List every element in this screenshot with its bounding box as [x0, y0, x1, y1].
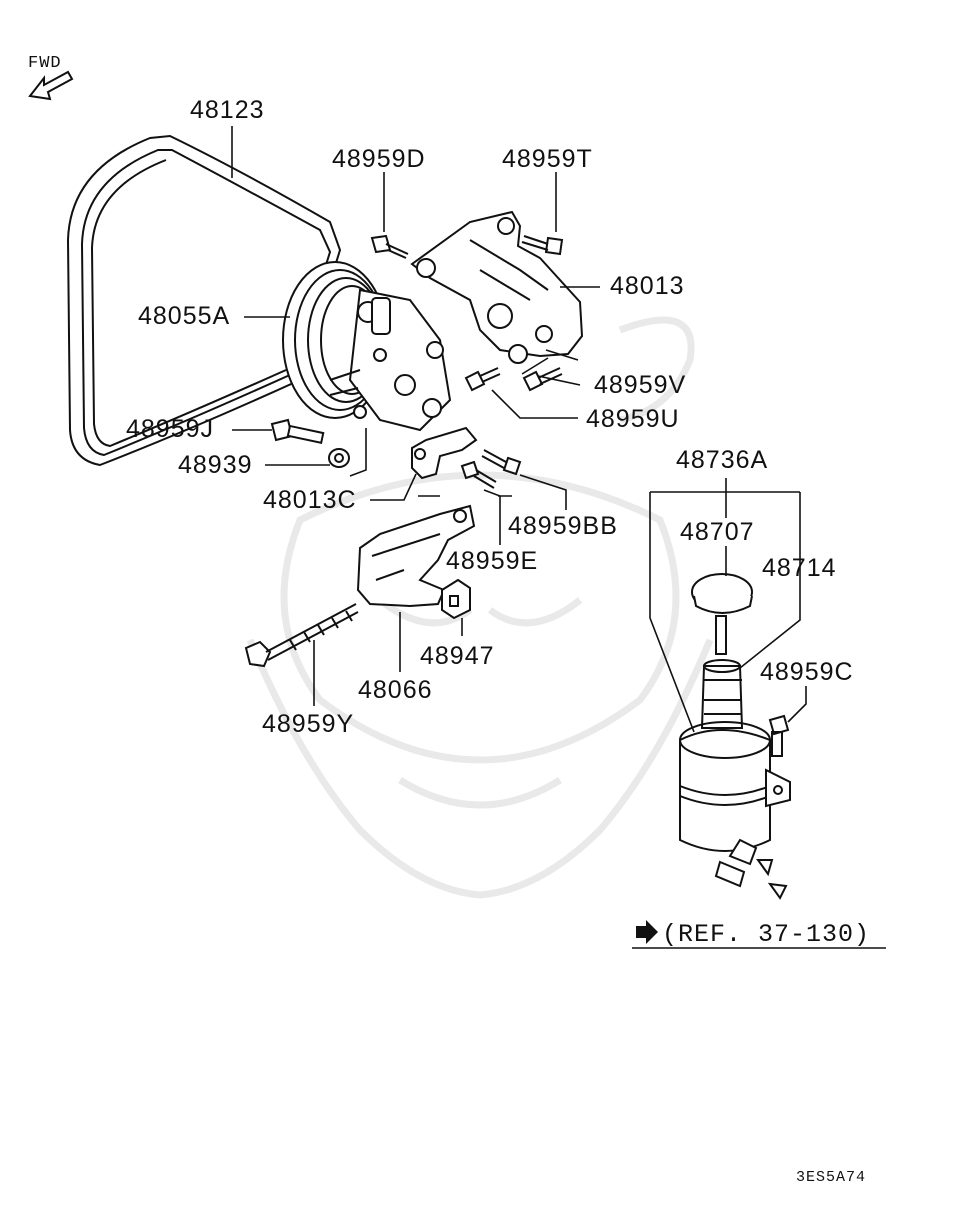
label-48066: 48066	[358, 676, 433, 704]
bolt-48959U	[464, 367, 501, 392]
diagram-code: 3ES5A74	[796, 1169, 866, 1186]
reservoir-48736A	[679, 573, 791, 900]
power-steering-pump-48055A	[282, 261, 452, 432]
bracket-48013C	[411, 426, 478, 480]
label-48055A: 48055A	[138, 302, 230, 330]
label-48959T: 48959T	[502, 145, 593, 173]
label-48959E: 48959E	[446, 547, 538, 575]
label-48959V: 48959V	[594, 371, 686, 399]
bracket-48013	[410, 210, 584, 364]
washer-48939	[328, 448, 350, 468]
label-48959U: 48959U	[586, 405, 680, 433]
bolt-48959J	[270, 418, 325, 445]
bolt-48959Y	[244, 603, 359, 668]
bolt-48959D	[370, 234, 409, 259]
reference-label: (REF. 37-130)	[662, 920, 870, 949]
part-labels: 48123 48959D 48959T 48013 48055A 48959V …	[126, 96, 854, 738]
leader-lines	[231, 126, 807, 733]
label-48714: 48714	[762, 554, 837, 582]
label-48013C: 48013C	[263, 486, 357, 514]
label-48959C: 48959C	[760, 658, 854, 686]
reference-note: (REF. 37-130)	[632, 920, 886, 949]
label-48959Y: 48959Y	[262, 710, 354, 738]
fwd-label: FWD	[28, 54, 62, 73]
bolt-48959T	[521, 235, 564, 256]
label-48959D: 48959D	[332, 145, 426, 173]
label-48939: 48939	[178, 451, 253, 479]
clamp-48947	[441, 578, 471, 620]
bracket-48066	[356, 504, 476, 608]
bolt-48959E	[460, 460, 497, 489]
watermark-emblem	[246, 316, 714, 899]
fwd-arrow-icon	[28, 70, 74, 101]
fwd-indicator: FWD	[28, 54, 74, 101]
bolt-48959V	[522, 367, 563, 392]
label-48123: 48123	[190, 96, 265, 124]
label-48736A: 48736A	[676, 446, 768, 474]
label-48959BB: 48959BB	[508, 512, 618, 540]
bolt-48959BB	[481, 449, 522, 476]
bolt-48959C	[768, 714, 790, 757]
label-48959J: 48959J	[126, 415, 214, 443]
label-48947: 48947	[420, 642, 495, 670]
drive-belt-48123	[66, 134, 342, 467]
arrow-right-icon	[636, 920, 658, 944]
label-48013: 48013	[610, 272, 685, 300]
label-48707: 48707	[680, 518, 755, 546]
